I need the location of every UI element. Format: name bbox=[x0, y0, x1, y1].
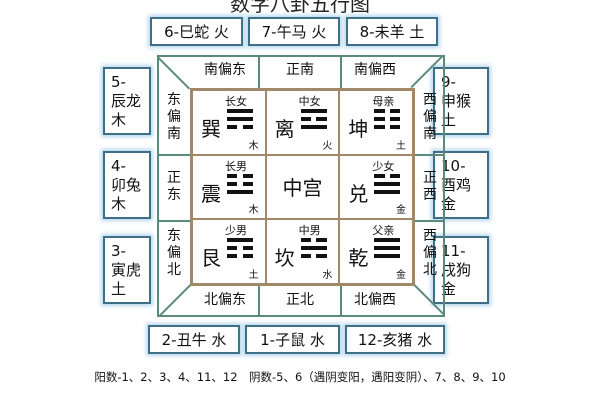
yang-line bbox=[300, 109, 327, 113]
yang-line bbox=[300, 125, 327, 129]
family-relation: 长男 bbox=[225, 159, 247, 173]
dir-east-south: 东 偏 南 bbox=[167, 92, 181, 142]
trigram-cell: 坤母亲土 bbox=[339, 90, 413, 155]
yang-line bbox=[227, 117, 253, 121]
bottom-box-2: 1-子鼠 水 bbox=[245, 325, 340, 354]
trigram-cell: 离中女火 bbox=[265, 90, 340, 155]
yang-line bbox=[227, 238, 253, 243]
element-label: 金 bbox=[395, 269, 406, 281]
trigram-symbol-icon bbox=[374, 109, 401, 133]
direction-frame bbox=[157, 55, 445, 317]
family-relation: 少女 bbox=[372, 159, 395, 173]
yin-line bbox=[227, 173, 253, 178]
yin-line bbox=[227, 246, 253, 251]
family-relation: 中女 bbox=[298, 95, 321, 108]
element-label: 土 bbox=[248, 269, 259, 281]
diagram-title: 数字八卦五行图 bbox=[230, 0, 370, 16]
trigram-name: 震 bbox=[201, 181, 221, 206]
trigram-cell: 坎中男水 bbox=[265, 219, 340, 284]
left-box-2: 4- 卯兔 木 bbox=[103, 151, 151, 219]
yin-line bbox=[300, 117, 327, 121]
yang-line bbox=[374, 254, 401, 259]
trigram-symbol-icon bbox=[374, 238, 401, 262]
trigram-symbol-icon bbox=[300, 238, 327, 262]
dir-north-east: 北偏东 bbox=[204, 292, 246, 308]
yin-line bbox=[374, 117, 401, 121]
bottom-box-1: 2-丑牛 水 bbox=[148, 325, 240, 354]
trigram-symbol-icon bbox=[227, 238, 253, 262]
trigram-symbol-icon bbox=[227, 173, 253, 198]
trigram-cell: 巽长女木 bbox=[192, 90, 266, 155]
yin-line bbox=[300, 254, 327, 259]
yin-line bbox=[374, 109, 401, 113]
trigram-cell: 震长男木 bbox=[192, 154, 266, 220]
yin-line bbox=[374, 173, 401, 178]
top-box-1: 6-巳蛇 火 bbox=[150, 17, 243, 46]
dir-east-north: 东 偏 北 bbox=[167, 228, 181, 278]
yang-line bbox=[374, 189, 401, 194]
top-box-2: 7-午马 火 bbox=[248, 17, 340, 46]
dir-north-west: 北偏西 bbox=[354, 292, 396, 308]
yang-line bbox=[227, 109, 253, 113]
element-label: 水 bbox=[322, 269, 333, 281]
right-box-3: 11- 戌狗 金 bbox=[433, 236, 489, 304]
trigram-name: 坎 bbox=[274, 246, 295, 271]
element-label: 土 bbox=[395, 140, 406, 152]
trigram-name: 兑 bbox=[348, 181, 369, 206]
left-box-1: 5- 辰龙 木 bbox=[103, 67, 151, 135]
trigram-name: 离 bbox=[274, 117, 295, 141]
dir-south: 正南 bbox=[286, 62, 314, 78]
yang-line bbox=[374, 181, 401, 186]
element-label: 木 bbox=[248, 205, 259, 217]
trigram-cell: 艮少男土 bbox=[192, 219, 266, 284]
dir-west-south: 西 偏 南 bbox=[423, 92, 437, 142]
dir-south-east: 南偏东 bbox=[204, 62, 246, 78]
top-box-3: 8-未羊 土 bbox=[346, 17, 438, 46]
trigram-cell: 兑少女金 bbox=[339, 154, 413, 220]
dir-west-north: 西 偏 北 bbox=[423, 228, 437, 278]
trigram-name: 坤 bbox=[348, 117, 369, 141]
family-relation: 父亲 bbox=[372, 224, 395, 238]
element-label: 金 bbox=[395, 205, 406, 217]
trigram-symbol-icon bbox=[227, 109, 253, 133]
dir-north: 正北 bbox=[286, 292, 314, 308]
yin-line bbox=[300, 238, 327, 243]
family-relation: 长女 bbox=[225, 95, 247, 108]
trigram-name: 乾 bbox=[348, 246, 369, 271]
footer-note: 阳数-1、2、3、4、11、12 阴数-5、6（遇阴变阳，遇阳变阴）、7、8、9… bbox=[94, 370, 506, 384]
trigram-name: 艮 bbox=[201, 246, 221, 271]
dir-south-west: 南偏西 bbox=[354, 62, 396, 78]
yin-line bbox=[227, 254, 253, 259]
bottom-box-3: 12-亥猪 水 bbox=[345, 325, 445, 354]
bagua-grid: 巽长女木离中女火坤母亲土震长男木中宫兑少女金艮少男土坎中男水乾父亲金 bbox=[190, 88, 415, 286]
center-palace: 中宫 bbox=[265, 154, 340, 220]
family-relation: 中男 bbox=[298, 224, 321, 238]
yin-line bbox=[227, 125, 253, 129]
yin-line bbox=[374, 125, 401, 129]
dir-east: 正 东 bbox=[167, 170, 181, 203]
trigram-symbol-icon bbox=[300, 109, 327, 133]
yang-line bbox=[227, 189, 253, 194]
yin-line bbox=[227, 181, 253, 186]
trigram-name: 巽 bbox=[201, 117, 221, 141]
element-label: 火 bbox=[322, 140, 333, 152]
element-label: 木 bbox=[248, 140, 259, 152]
family-relation: 母亲 bbox=[372, 95, 395, 108]
yang-line bbox=[300, 246, 327, 251]
trigram-cell: 乾父亲金 bbox=[339, 219, 413, 284]
yang-line bbox=[374, 238, 401, 243]
trigram-symbol-icon bbox=[374, 173, 401, 198]
yang-line bbox=[374, 246, 401, 251]
left-box-3: 3- 寅虎 土 bbox=[103, 236, 151, 304]
family-relation: 少男 bbox=[225, 224, 247, 238]
dir-west: 正 西 bbox=[423, 170, 437, 203]
